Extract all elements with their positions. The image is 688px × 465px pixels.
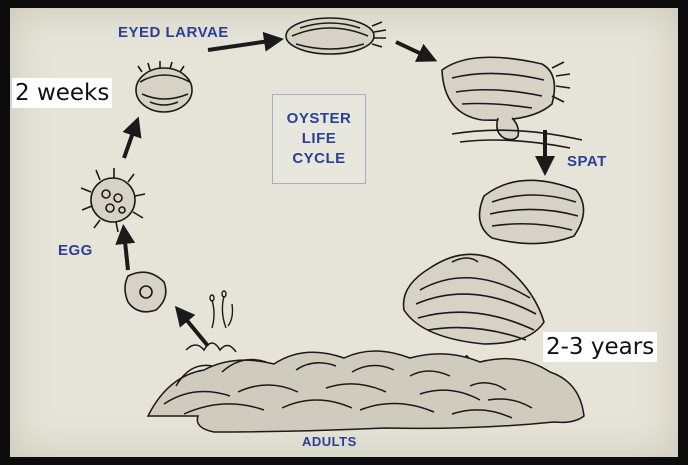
trochophore-drawing — [81, 168, 145, 232]
spat-drawing — [480, 180, 584, 243]
arrow-egg-to-trochophore — [124, 232, 128, 270]
title-box: OYSTER LIFE CYCLE — [272, 94, 366, 184]
annotation-two-three-years: 2-3 years — [543, 332, 657, 362]
title-line-1: OYSTER — [287, 109, 352, 129]
label-eyed-larvae: EYED LARVAE — [118, 24, 229, 41]
title-line-2: LIFE — [302, 129, 337, 149]
adult-colony-drawing — [148, 343, 584, 432]
annotation-two-weeks: 2 weeks — [12, 78, 112, 108]
sperm-drawing — [210, 291, 233, 328]
arrow-colony-to-egg — [180, 312, 208, 346]
arrow-larvae-to-eyed — [208, 40, 276, 50]
label-adults: ADULTS — [302, 434, 357, 449]
veliger-larva-drawing — [136, 61, 192, 112]
title-line-3: CYCLE — [292, 149, 345, 169]
label-egg: EGG — [58, 242, 93, 259]
eyed-larva-drawing — [286, 18, 386, 54]
label-spat: SPAT — [567, 153, 607, 170]
adult-oyster-drawing — [404, 254, 544, 344]
arrow-trochophore-to-larva — [124, 124, 136, 158]
setting-larva-drawing — [442, 57, 582, 148]
egg-drawing — [125, 272, 166, 312]
arrow-eyed-to-setting — [396, 42, 430, 58]
